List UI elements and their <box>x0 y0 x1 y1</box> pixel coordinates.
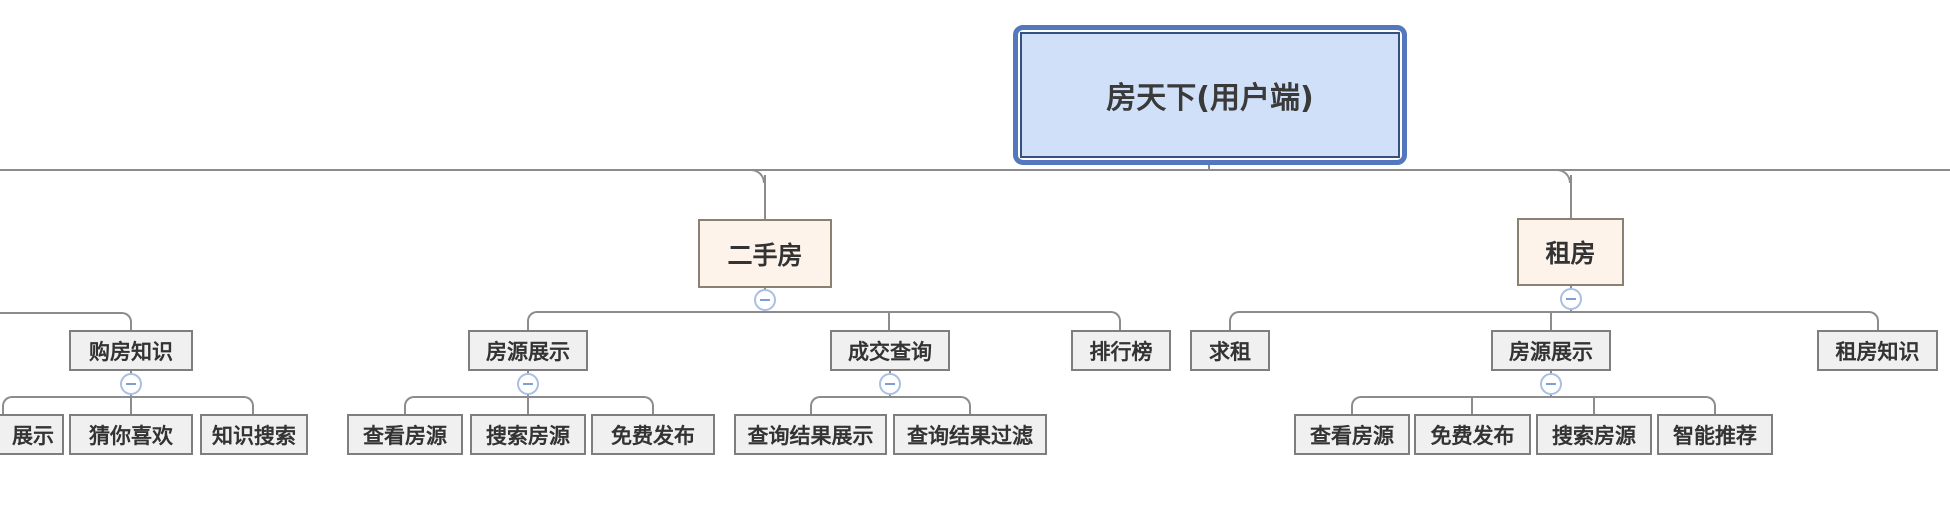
second-hand-drop-line <box>764 175 766 220</box>
subtopic-label: 购房知识 <box>89 339 173 364</box>
sh-search-listing-drop <box>527 397 529 414</box>
root-topic-fangtianxia[interactable]: 房天下(用户端) <box>1013 25 1407 165</box>
subtopic-label: 知识搜索 <box>212 423 296 448</box>
subtopic-query-result-display[interactable]: 查询结果展示 <box>734 414 887 455</box>
rent-search-listing-drop <box>1593 397 1595 414</box>
subtopic-knowledge-search[interactable]: 知识搜索 <box>200 414 308 455</box>
guess-you-like-drop <box>130 397 132 414</box>
subtopic-label: 查看房源 <box>1310 423 1394 448</box>
subtopic-rent-knowledge[interactable]: 租房知识 <box>1817 330 1938 371</box>
root-connector-stub <box>1208 163 1210 170</box>
collapse-minus-icon[interactable] <box>754 289 776 311</box>
root-topic-label: 房天下(用户端) <box>1020 32 1400 158</box>
subtopic-label: 猜你喜欢 <box>89 423 173 448</box>
subtopic-label: 搜索房源 <box>1552 423 1636 448</box>
subtopic-sh-search-listing[interactable]: 搜索房源 <box>470 414 586 455</box>
rent-drop-line <box>1570 175 1572 219</box>
subtopic-label: 查看房源 <box>363 423 447 448</box>
buy-knowledge-children-rail <box>2 396 254 414</box>
subtopic-sh-listing-display[interactable]: 房源展示 <box>468 330 588 371</box>
subtopic-label: 求租 <box>1209 339 1251 364</box>
topic-label: 二手房 <box>727 240 803 270</box>
collapse-minus-icon[interactable] <box>1540 373 1562 395</box>
subtopic-rent-view-listing[interactable]: 查看房源 <box>1294 414 1410 455</box>
rent-children-rail <box>1229 311 1879 330</box>
topic-label: 租房 <box>1545 239 1596 268</box>
subtopic-label: 房源展示 <box>1509 339 1593 364</box>
second-hand-children-rail <box>527 311 1121 330</box>
topic-second-hand-house[interactable]: 二手房 <box>698 219 832 288</box>
collapse-minus-icon[interactable] <box>120 373 142 395</box>
subtopic-sh-free-publish[interactable]: 免费发布 <box>591 414 715 455</box>
rent-free-publish-drop <box>1471 397 1473 414</box>
subtopic-deal-query[interactable]: 成交查询 <box>830 330 950 371</box>
subtopic-label: 智能推荐 <box>1673 423 1757 448</box>
rent-listing-children-rail <box>1351 396 1716 414</box>
subtopic-label: 搜索房源 <box>486 423 570 448</box>
collapse-minus-icon[interactable] <box>879 373 901 395</box>
main-branch-line <box>0 169 1950 171</box>
subtopic-label: 房源展示 <box>486 339 570 364</box>
subtopic-label: 排行榜 <box>1089 339 1153 364</box>
connector-curve <box>1557 169 1571 183</box>
subtopic-rent-free-publish[interactable]: 免费发布 <box>1414 414 1531 455</box>
subtopic-label: 租房知识 <box>1835 339 1920 364</box>
subtopic-seek-rent[interactable]: 求租 <box>1190 330 1270 371</box>
deal-query-drop <box>888 312 890 330</box>
collapse-minus-icon[interactable] <box>1560 288 1582 310</box>
deal-query-children-rail <box>810 396 971 414</box>
subtopic-guess-you-like[interactable]: 猜你喜欢 <box>69 414 193 455</box>
subtopic-query-result-filter[interactable]: 查询结果过滤 <box>893 414 1047 455</box>
subtopic-buy-knowledge[interactable]: 购房知识 <box>69 330 193 371</box>
connector-curve <box>751 169 765 183</box>
subtopic-rent-search-listing[interactable]: 搜索房源 <box>1536 414 1652 455</box>
subtopic-sh-view-listing[interactable]: 查看房源 <box>347 414 463 455</box>
offscreen-branch-rail <box>0 312 132 330</box>
subtopic-label: 成交查询 <box>848 339 932 364</box>
topic-rent-house[interactable]: 租房 <box>1517 218 1624 286</box>
subtopic-label: 免费发布 <box>1430 423 1515 448</box>
subtopic-knowledge-display-partial[interactable]: 展示 <box>0 414 64 455</box>
subtopic-label: 查询结果展示 <box>747 423 874 448</box>
subtopic-smart-recommend[interactable]: 智能推荐 <box>1657 414 1773 455</box>
subtopic-label: 展示 <box>12 423 54 448</box>
subtopic-label: 查询结果过滤 <box>907 423 1033 448</box>
subtopic-label: 免费发布 <box>611 423 695 448</box>
collapse-minus-icon[interactable] <box>517 373 539 395</box>
subtopic-ranking[interactable]: 排行榜 <box>1071 330 1171 371</box>
subtopic-rent-listing-display[interactable]: 房源展示 <box>1491 330 1611 371</box>
sh-listing-children-rail <box>404 396 654 414</box>
rent-listing-display-drop <box>1550 312 1552 330</box>
